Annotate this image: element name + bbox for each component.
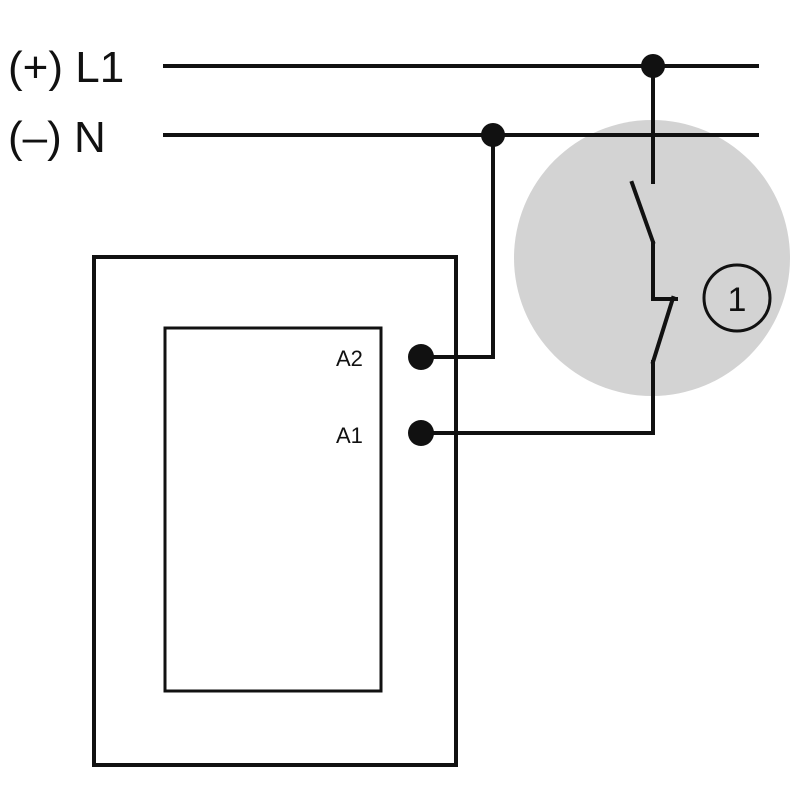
line-l1-label: (+) L1 [8,43,124,92]
terminal-a2-dot [408,344,434,370]
callout-1-circle [702,263,772,333]
n-to-a2-wire [420,133,495,359]
upper-switch-contact [629,180,656,245]
callout-1-number: 1 [728,281,747,319]
device-display-panel [163,326,383,693]
switch-to-a1-wire [420,360,655,435]
terminal-a1-label: A1 [336,423,363,448]
lower-switch-contact [650,295,676,365]
switch-mid-link [651,241,678,301]
terminal-a1-dot [408,420,434,446]
device-housing [92,255,458,767]
neutral-n-label: (–) N [8,113,106,162]
terminal-a2-label: A2 [336,346,363,371]
